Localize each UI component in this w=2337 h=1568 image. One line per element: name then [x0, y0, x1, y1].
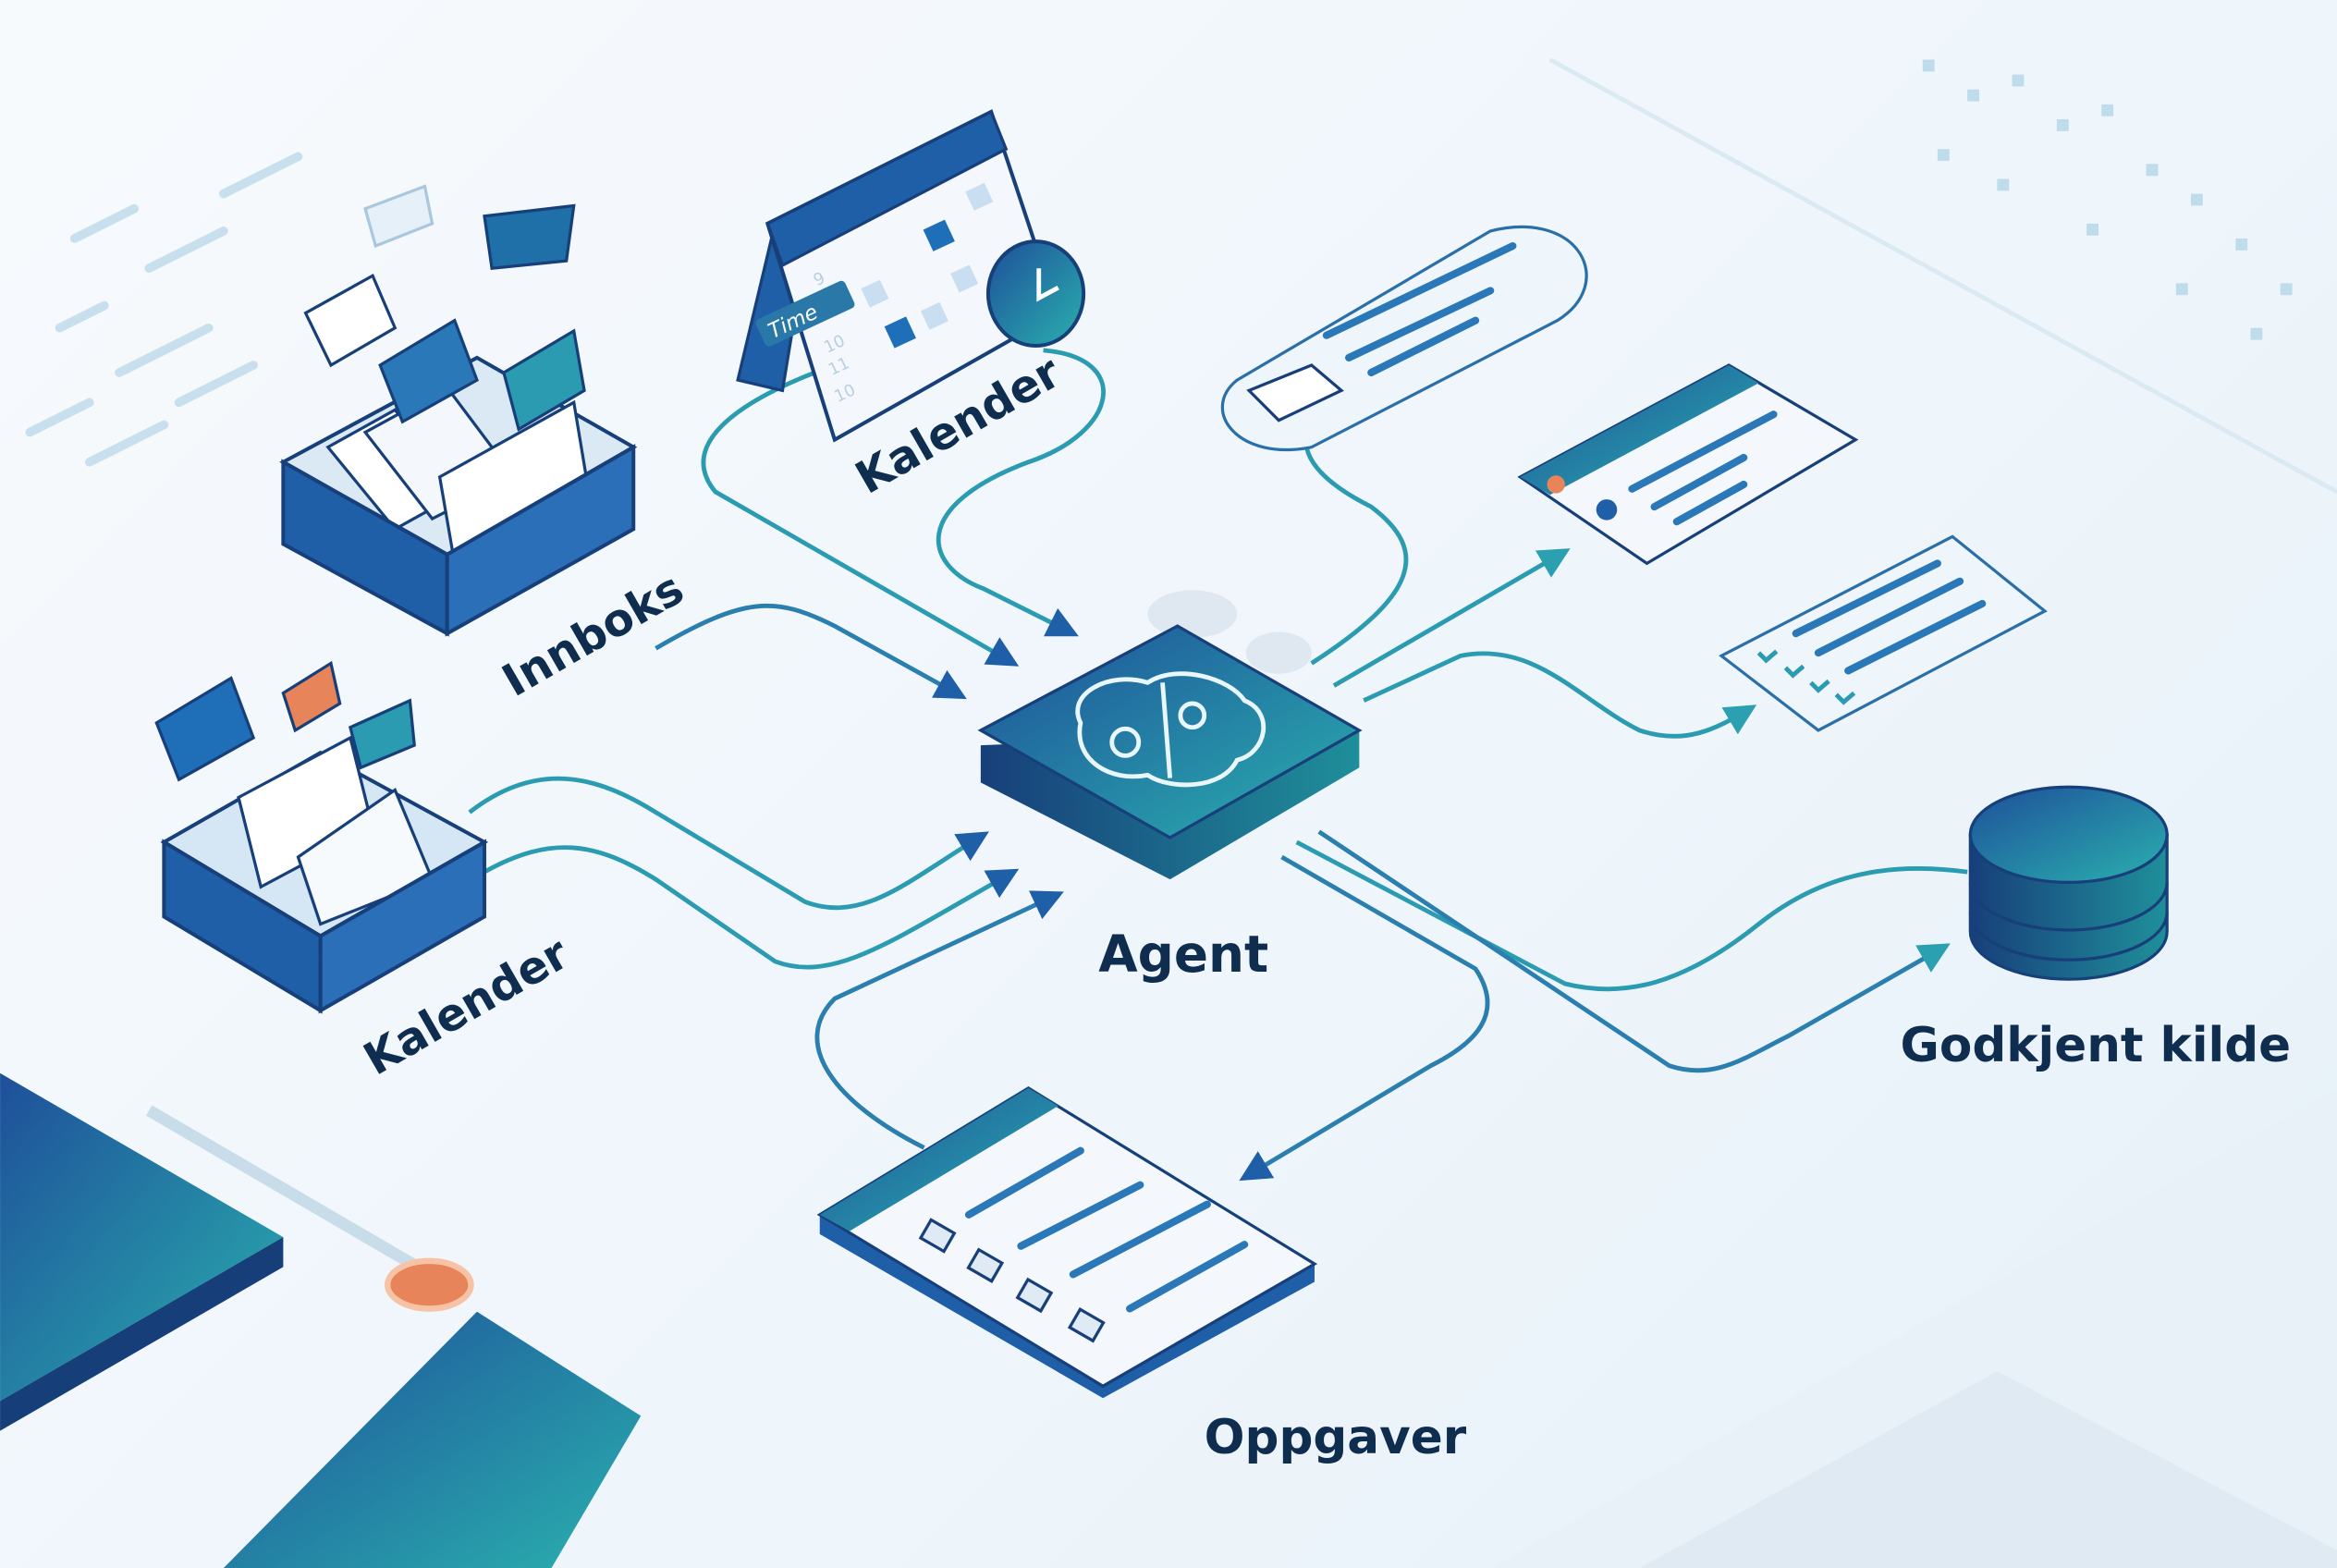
envelope-icon	[303, 184, 586, 432]
calendar-icon: Time 9 10 11 10	[736, 109, 1086, 443]
orange-button-icon	[385, 1257, 474, 1312]
background-dash-lines	[25, 152, 303, 467]
gear-icon	[1245, 631, 1312, 674]
clock-icon	[985, 239, 1086, 349]
left-inbox-tray-icon	[160, 735, 489, 1014]
window-card-icon[interactable]	[1517, 363, 1859, 566]
left-envelope-icon	[154, 660, 416, 782]
arrow-agent-to-approved-source	[1317, 829, 1951, 1073]
arrow-left-calendar-to-agent-2	[483, 845, 1020, 970]
background-data-dots	[1922, 59, 2295, 1277]
arrow-calendar-to-agent	[701, 362, 1020, 667]
background-document	[1639, 1371, 2337, 1568]
agent-label: Agent	[1098, 925, 1268, 984]
envelope-icon	[1246, 363, 1344, 423]
gear-icon	[1147, 590, 1238, 639]
agent-chip[interactable]	[977, 590, 1363, 880]
arrow-inbox-to-agent	[655, 604, 967, 700]
tasks-label: Oppgaver	[1205, 1410, 1467, 1465]
arrow-calendar-to-agent-2	[936, 348, 1106, 637]
arrow-tasks-to-agent	[814, 890, 1064, 1150]
flow-arrows	[468, 348, 1968, 1182]
background-line	[1548, 57, 2337, 495]
arrow-left-calendar-to-agent-1	[468, 776, 989, 911]
message-card-icon[interactable]	[1220, 225, 1588, 452]
tasks-checklist-icon[interactable]	[816, 1085, 1318, 1399]
database-icon	[1968, 785, 2169, 981]
arrow-agent-to-database	[1295, 839, 1968, 992]
arrow-agent-to-checklist	[1363, 651, 1757, 739]
checklist-card-icon[interactable]	[1719, 534, 2048, 732]
inbox-tray-icon	[279, 355, 638, 637]
approved-source-label: Godkjent kilde	[1901, 1018, 2292, 1073]
arrow-agent-to-message	[1303, 423, 1409, 666]
arrow-agent-to-window	[1332, 548, 1571, 688]
arrow-agent-to-tasks	[1239, 854, 1490, 1182]
brain-gear-icon	[1075, 671, 1266, 788]
device-corner-illustration	[0, 1072, 642, 1568]
